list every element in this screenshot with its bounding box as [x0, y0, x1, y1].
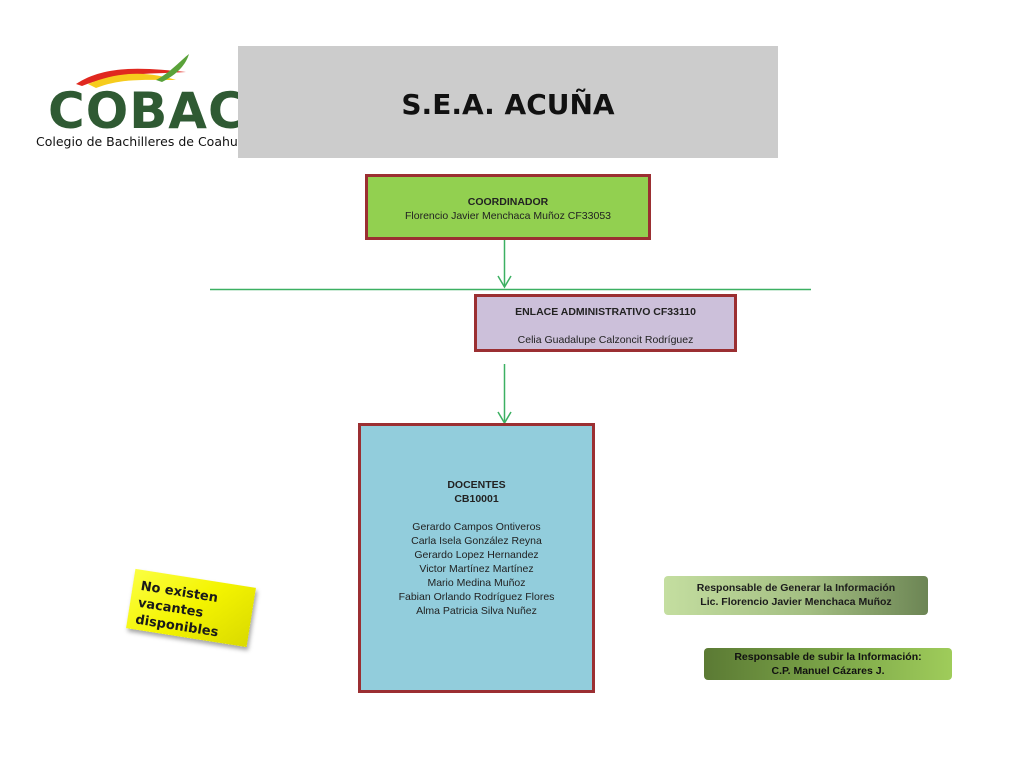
enlace-role: ENLACE ADMINISTRATIVO CF33110 [515, 306, 696, 318]
docente-member: Gerardo Lopez Hernandez [414, 549, 539, 561]
docentes-role: DOCENTES [447, 479, 506, 491]
responsable-generar-label: Responsable de Generar la Información [696, 582, 896, 594]
enlace-box: ENLACE ADMINISTRATIVO CF33110 Celia Guad… [474, 294, 737, 352]
logo-subtitle: Colegio de Bachilleres de Coahuila [36, 134, 253, 149]
responsable-subir-name: C.P. Manuel Cázares J. [771, 665, 885, 677]
enlace-person: Celia Guadalupe Calzoncit Rodríguez [517, 334, 694, 346]
cobac-logo: COBAC Colegio de Bachilleres de Coahuila [36, 50, 252, 155]
docentes-box: DOCENTES CB10001 Gerardo Campos Ontivero… [358, 423, 595, 693]
docente-member: Gerardo Campos Ontiveros [412, 521, 541, 533]
responsable-subir-label: Responsable de subir la Información: [734, 651, 922, 663]
page-title: S.E.A. ACUÑA [401, 87, 615, 121]
responsable-generar-name: Lic. Florencio Javier Menchaca Muñoz [700, 596, 892, 608]
coordinator-person: Florencio Javier Menchaca Muñoz CF33053 [404, 210, 612, 222]
docente-member: Alma Patricia Silva Nuñez [416, 605, 537, 617]
coordinator-role: COORDINADOR [467, 196, 549, 208]
docente-member: Mario Medina Muñoz [427, 577, 526, 589]
responsable-generar-box: Responsable de Generar la Información Li… [664, 576, 928, 615]
responsable-subir-box: Responsable de subir la Información: C.P… [704, 648, 952, 680]
docente-member: Fabian Orlando Rodríguez Flores [398, 591, 555, 603]
docente-member: Victor Martínez Martínez [419, 563, 534, 575]
docentes-code: CB10001 [454, 493, 499, 505]
title-banner: S.E.A. ACUÑA [238, 46, 778, 158]
arrow-enlace-to-docentes [497, 364, 512, 425]
logo-wordmark: COBAC [48, 82, 246, 140]
logo-swoosh-icon [76, 54, 189, 88]
coordinator-box: COORDINADOR Florencio Javier Menchaca Mu… [365, 174, 651, 240]
docente-member: Carla Isela González Reyna [411, 535, 542, 547]
